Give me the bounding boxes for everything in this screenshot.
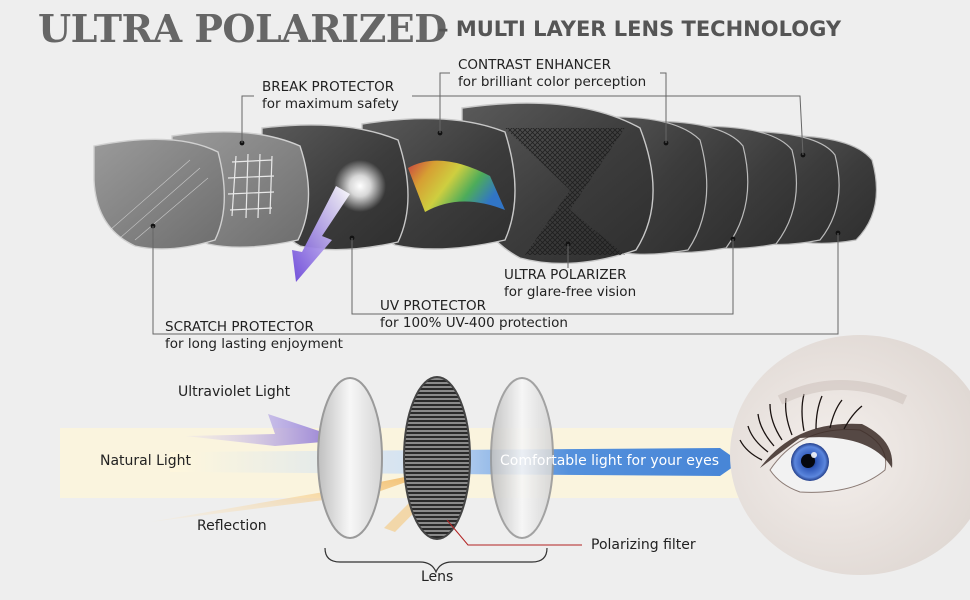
label-break-protector: BREAK PROTECTOR for maximum safety [262,79,399,113]
lens-stack [93,102,878,282]
ultra-polarizer-title: ULTRA POLARIZER [504,267,627,283]
uv-protector-desc: for 100% UV-400 protection [380,315,568,331]
label-natural-light: Natural Light [100,453,192,469]
eye-highlight [811,452,817,458]
eye-illustration [730,335,970,575]
title-dash: – [438,17,449,41]
page-title: ULTRA POLARIZED [38,6,447,51]
label-contrast-enhancer: CONTRAST ENHANCER for brilliant color pe… [458,57,646,91]
page-subtitle: – MULTI LAYER LENS TECHNOLOGY [438,17,841,41]
subtitle-text: MULTI LAYER LENS TECHNOLOGY [455,17,842,41]
break-protector-desc: for maximum safety [262,96,399,112]
label-lens: Lens [421,569,454,585]
polarizer-hatch [505,128,625,255]
uv-deflect-arrow [292,186,350,282]
label-reflection: Reflection [197,518,267,534]
ultraviolet-beam [185,414,346,446]
lens-brace [324,547,548,574]
leader-lines [152,72,839,335]
label-ultraviolet-light: Ultraviolet Light [178,384,291,400]
scratch-protector-title: SCRATCH PROTECTOR [165,319,314,335]
label-polarizing-filter: Polarizing filter [591,537,696,553]
contrast-enhancer-desc: for brilliant color perception [458,74,647,90]
eye-upper-lid [760,423,893,468]
eyelashes [739,393,863,461]
label-scratch-protector: SCRATCH PROTECTOR for long lasting enjoy… [165,319,343,353]
lens-disc-2-polarizing [403,376,471,540]
break-grid [227,153,275,219]
polarizing-leader [446,519,582,546]
rainbow-band [408,160,505,212]
ultra-polarizer-desc: for glare-free vision [504,284,637,300]
lens-disc-1 [317,377,383,539]
lens-scratch-protector [93,138,225,250]
break-protector-title: BREAK PROTECTOR [262,79,395,95]
uv-protector-title: UV PROTECTOR [380,298,487,314]
contrast-enhancer-title: CONTRAST ENHANCER [458,57,612,73]
lens-disc-3 [490,377,554,539]
eye-pupil [801,454,815,468]
light-flare [334,160,386,212]
scratch-protector-desc: for long lasting enjoyment [165,336,343,352]
light-flow-graphics [60,376,740,574]
label-ultra-polarizer: ULTRA POLARIZER for glare-free vision [504,267,636,301]
eyebrow-shadow [777,380,908,405]
scratch-lines [109,159,209,241]
label-uv-protector: UV PROTECTOR for 100% UV-400 protection [380,298,568,332]
label-comfortable-light: Comfortable light for your eyes [500,453,720,469]
